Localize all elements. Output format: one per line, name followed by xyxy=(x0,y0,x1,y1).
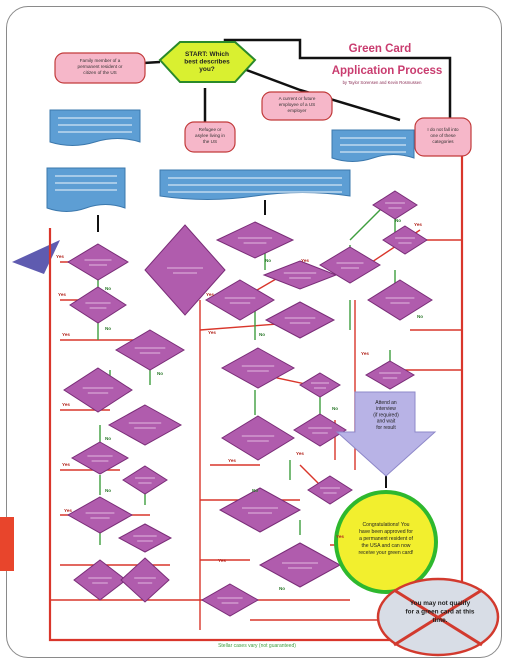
start-trunk-right xyxy=(223,38,452,118)
decision-diamond xyxy=(117,523,173,553)
option-refugee xyxy=(184,121,236,153)
dismissal-cross-line xyxy=(393,588,483,647)
decision-branch-label: No xyxy=(105,436,111,441)
congratulations-circle xyxy=(334,490,438,594)
decision-diamond xyxy=(307,475,353,505)
decision-branch-label: No xyxy=(332,406,338,411)
decision-diamond xyxy=(299,372,341,398)
decision-branch-label: Yes xyxy=(64,508,72,513)
decision-diamond xyxy=(262,260,338,290)
decision-diamond xyxy=(365,360,415,390)
decision-branch-label: Yes xyxy=(361,351,369,356)
option-employment xyxy=(261,91,333,121)
yes-connector xyxy=(349,209,381,241)
decision-branch-label: No xyxy=(259,332,265,337)
start-trunk-mid xyxy=(224,60,401,122)
decision-branch-label: Yes xyxy=(208,330,216,335)
decision-diamond xyxy=(67,243,129,281)
decision-diamond xyxy=(144,224,226,316)
decision-branch-label: No xyxy=(105,488,111,493)
decision-diamond xyxy=(382,225,428,255)
decision-branch-label: Yes xyxy=(414,222,422,227)
decision-diamond xyxy=(367,279,433,321)
decision-branch-label: No xyxy=(265,258,271,263)
decision-branch-label: No xyxy=(417,314,423,319)
decision-diamond xyxy=(66,496,134,534)
decision-branch-label: No xyxy=(157,371,163,376)
decision-diamond xyxy=(200,583,260,617)
decision-diamond xyxy=(69,286,127,324)
decision-branch-label: Yes xyxy=(62,462,70,467)
decision-diamond xyxy=(215,221,295,259)
decision-branch-label: Yes xyxy=(336,534,344,539)
decision-diamond xyxy=(107,404,183,446)
pointer-arrow-icon xyxy=(12,240,60,274)
decision-branch-label: Yes xyxy=(206,292,214,297)
decision-diamond xyxy=(372,190,418,220)
decision-diamond xyxy=(122,465,168,495)
footer-note: Stellar cases vary (not guaranteed) xyxy=(218,643,296,649)
no-path-border xyxy=(48,228,470,642)
decision-branch-label: Yes xyxy=(62,332,70,337)
decision-diamond xyxy=(70,441,130,475)
decision-diamond xyxy=(319,246,381,284)
decision-branch-label: Yes xyxy=(301,258,309,263)
decision-diamond xyxy=(73,559,127,601)
option-family-member xyxy=(54,52,146,84)
decision-branch-label: No xyxy=(395,218,401,223)
option-none xyxy=(414,117,472,157)
decision-branch-label: Yes xyxy=(228,458,236,463)
decision-branch-label: No xyxy=(105,286,111,291)
decision-diamond xyxy=(63,367,133,413)
process-family-petition xyxy=(49,109,141,146)
title-line-2: Application Process xyxy=(332,65,443,77)
decision-branch-label: Yes xyxy=(56,254,64,259)
decision-branch-label: No xyxy=(252,488,258,493)
decision-diamond xyxy=(264,301,336,339)
decision-branch-label: No xyxy=(279,586,285,591)
title-byline: by Taylor Sorensen and Kevin Rosmussen xyxy=(343,80,423,85)
decision-diamond xyxy=(221,415,295,461)
decision-diamond xyxy=(293,413,347,447)
decision-branch-label: Yes xyxy=(296,451,304,456)
decision-diamond xyxy=(220,347,296,389)
title-line-1: Green Card xyxy=(349,43,412,55)
shape-layer xyxy=(46,41,500,657)
decision-diamond xyxy=(218,487,302,533)
interview-arrow xyxy=(335,391,437,477)
decision-branch-label: Yes xyxy=(58,292,66,297)
red-edge-tab xyxy=(0,517,14,571)
decision-diamond xyxy=(258,542,342,588)
decision-diamond xyxy=(120,557,170,603)
decision-branch-label: No xyxy=(105,326,111,331)
start-hexagon xyxy=(158,41,257,83)
decision-branch-label: Yes xyxy=(218,558,226,563)
decision-diamond xyxy=(205,279,275,321)
decision-branch-label: Yes xyxy=(62,402,70,407)
decision-diamond xyxy=(115,329,185,371)
